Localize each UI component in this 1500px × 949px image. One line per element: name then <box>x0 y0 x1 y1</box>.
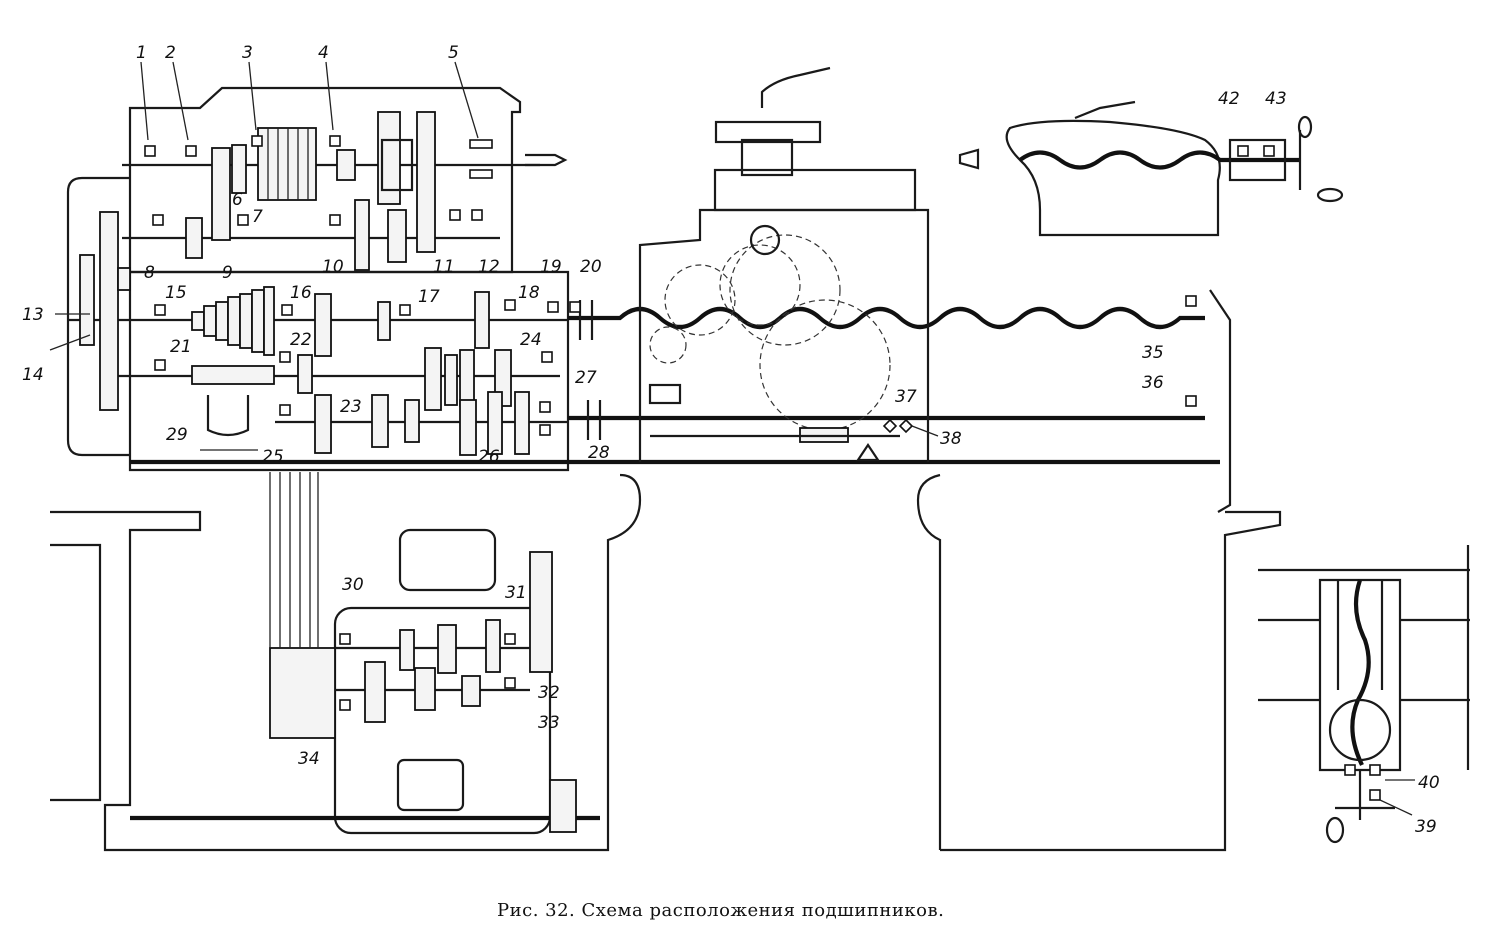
headstock <box>66 86 570 472</box>
bearing-symbols <box>144 135 1381 801</box>
label-3: 3 <box>242 43 253 63</box>
label-21: 21 <box>170 337 192 357</box>
label-36: 36 <box>1142 373 1164 393</box>
label-16: 16 <box>290 283 312 303</box>
carriage-apron <box>638 66 930 462</box>
label-24: 24 <box>520 330 542 350</box>
label-38: 38 <box>940 429 962 449</box>
label-2: 2 <box>165 43 176 63</box>
label-43: 43 <box>1265 89 1287 109</box>
tailstock <box>958 100 1344 237</box>
label-39: 39 <box>1415 817 1437 837</box>
label-11: 11 <box>433 257 455 277</box>
label-33: 33 <box>538 713 560 733</box>
label-31: 31 <box>505 583 527 603</box>
motor-drive-unit <box>130 472 600 835</box>
label-19: 19 <box>540 257 562 277</box>
label-34: 34 <box>298 749 320 769</box>
label-15: 15 <box>165 283 187 303</box>
label-9: 9 <box>222 263 233 283</box>
lathe-bed <box>50 289 1282 852</box>
label-35: 35 <box>1142 343 1164 363</box>
label-27: 27 <box>575 368 597 388</box>
label-37: 37 <box>895 387 917 407</box>
label-29: 29 <box>166 425 188 445</box>
label-23: 23 <box>340 397 362 417</box>
label-20: 20 <box>580 257 602 277</box>
apron-inset-view <box>1258 545 1470 844</box>
bearing-number-labels: 1 2 3 4 5 6 7 8 9 10 11 12 13 14 15 16 1… <box>22 43 1440 837</box>
label-17: 17 <box>418 287 440 307</box>
figure-caption: Рис. 32. Схема расположения подшипников. <box>497 900 944 921</box>
label-42: 42 <box>1218 89 1240 109</box>
label-8: 8 <box>144 263 155 283</box>
leader-lines <box>49 61 1415 816</box>
label-26: 26 <box>478 447 500 467</box>
label-25: 25 <box>262 447 284 467</box>
label-14: 14 <box>22 365 44 385</box>
lead-screw-and-rods <box>130 300 1220 465</box>
label-40: 40 <box>1418 773 1440 793</box>
label-18: 18 <box>518 283 540 303</box>
label-5: 5 <box>448 43 459 63</box>
label-28: 28 <box>588 443 610 463</box>
label-7: 7 <box>252 207 263 227</box>
label-30: 30 <box>342 575 364 595</box>
label-22: 22 <box>290 330 312 350</box>
label-4: 4 <box>318 43 329 63</box>
label-13: 13 <box>22 305 44 325</box>
label-6: 6 <box>232 190 243 210</box>
label-12: 12 <box>478 257 500 277</box>
label-32: 32 <box>538 683 560 703</box>
label-10: 10 <box>322 257 344 277</box>
label-1: 1 <box>136 43 147 63</box>
gearbox <box>68 211 568 456</box>
